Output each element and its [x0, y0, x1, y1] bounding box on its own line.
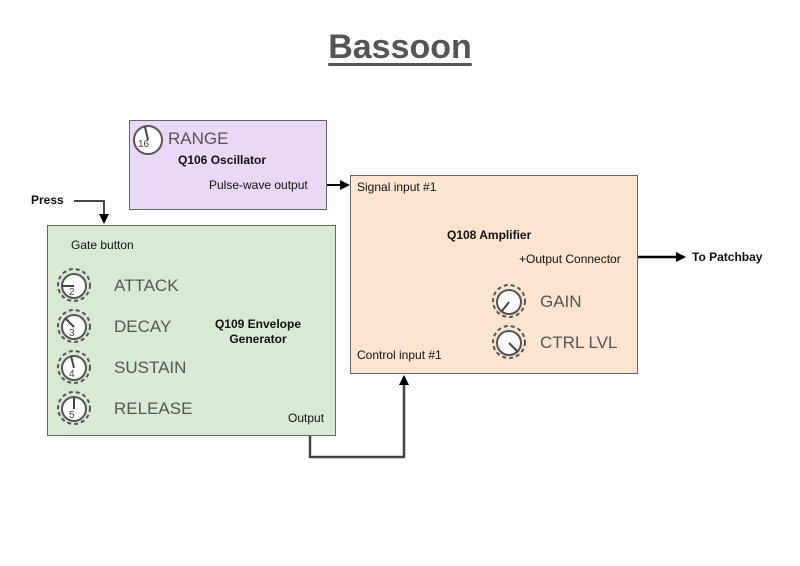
release-knob-value: 5: [69, 410, 75, 421]
decay-knob-value: 3: [69, 328, 75, 339]
control-input-label: Control input #1: [357, 348, 442, 362]
attack-label: ATTACK: [114, 276, 179, 295]
signal-input-label: Signal input #1: [357, 180, 437, 194]
envelope-name-line2: Generator: [229, 332, 287, 346]
sustain-label: SUSTAIN: [114, 358, 187, 377]
gain-label: GAIN: [540, 292, 582, 311]
amplifier-module: Signal input #1 Q108 Amplifier +Output C…: [350, 175, 638, 374]
amplifier-name: Q108 Amplifier: [447, 228, 532, 242]
decay-knob[interactable]: [56, 308, 92, 344]
range-knob-label: RANGE: [168, 129, 229, 148]
pulse-wave-output-label: Pulse-wave output: [209, 178, 308, 192]
release-label: RELEASE: [114, 399, 193, 418]
patchbay-label: To Patchbay: [692, 250, 763, 264]
diagram-title: Bassoon: [0, 28, 800, 67]
ctrl-lvl-knob[interactable]: [491, 324, 527, 360]
decay-label: DECAY: [114, 317, 172, 336]
sustain-knob[interactable]: [56, 349, 92, 385]
output-connector-label: +Output Connector: [519, 252, 621, 266]
press-connector: [74, 200, 109, 224]
envelope-to-amplifier-connector: [308, 375, 409, 459]
range-knob-value: 16: [138, 139, 150, 150]
release-knob[interactable]: [56, 390, 92, 426]
oscillator-name: Q106 Oscillator: [178, 153, 267, 167]
oscillator-module: 16 RANGE Q106 Oscillator Pulse-wave outp…: [129, 120, 327, 210]
envelope-generator-module: Gate button Q109 Envelope Generator Outp…: [47, 225, 336, 436]
attack-knob[interactable]: [56, 267, 92, 303]
title-text: Bassoon: [328, 28, 472, 66]
range-knob[interactable]: [132, 123, 166, 157]
sustain-knob-value: 4: [69, 369, 75, 380]
ctrl-lvl-label: CTRL LVL: [540, 333, 618, 352]
gain-knob[interactable]: [491, 283, 527, 319]
gate-button-label[interactable]: Gate button: [71, 238, 134, 252]
envelope-name-line1: Q109 Envelope: [214, 317, 302, 331]
press-label: Press: [31, 193, 64, 207]
attack-knob-value: 2: [69, 287, 75, 298]
envelope-output-label: Output: [288, 411, 325, 425]
